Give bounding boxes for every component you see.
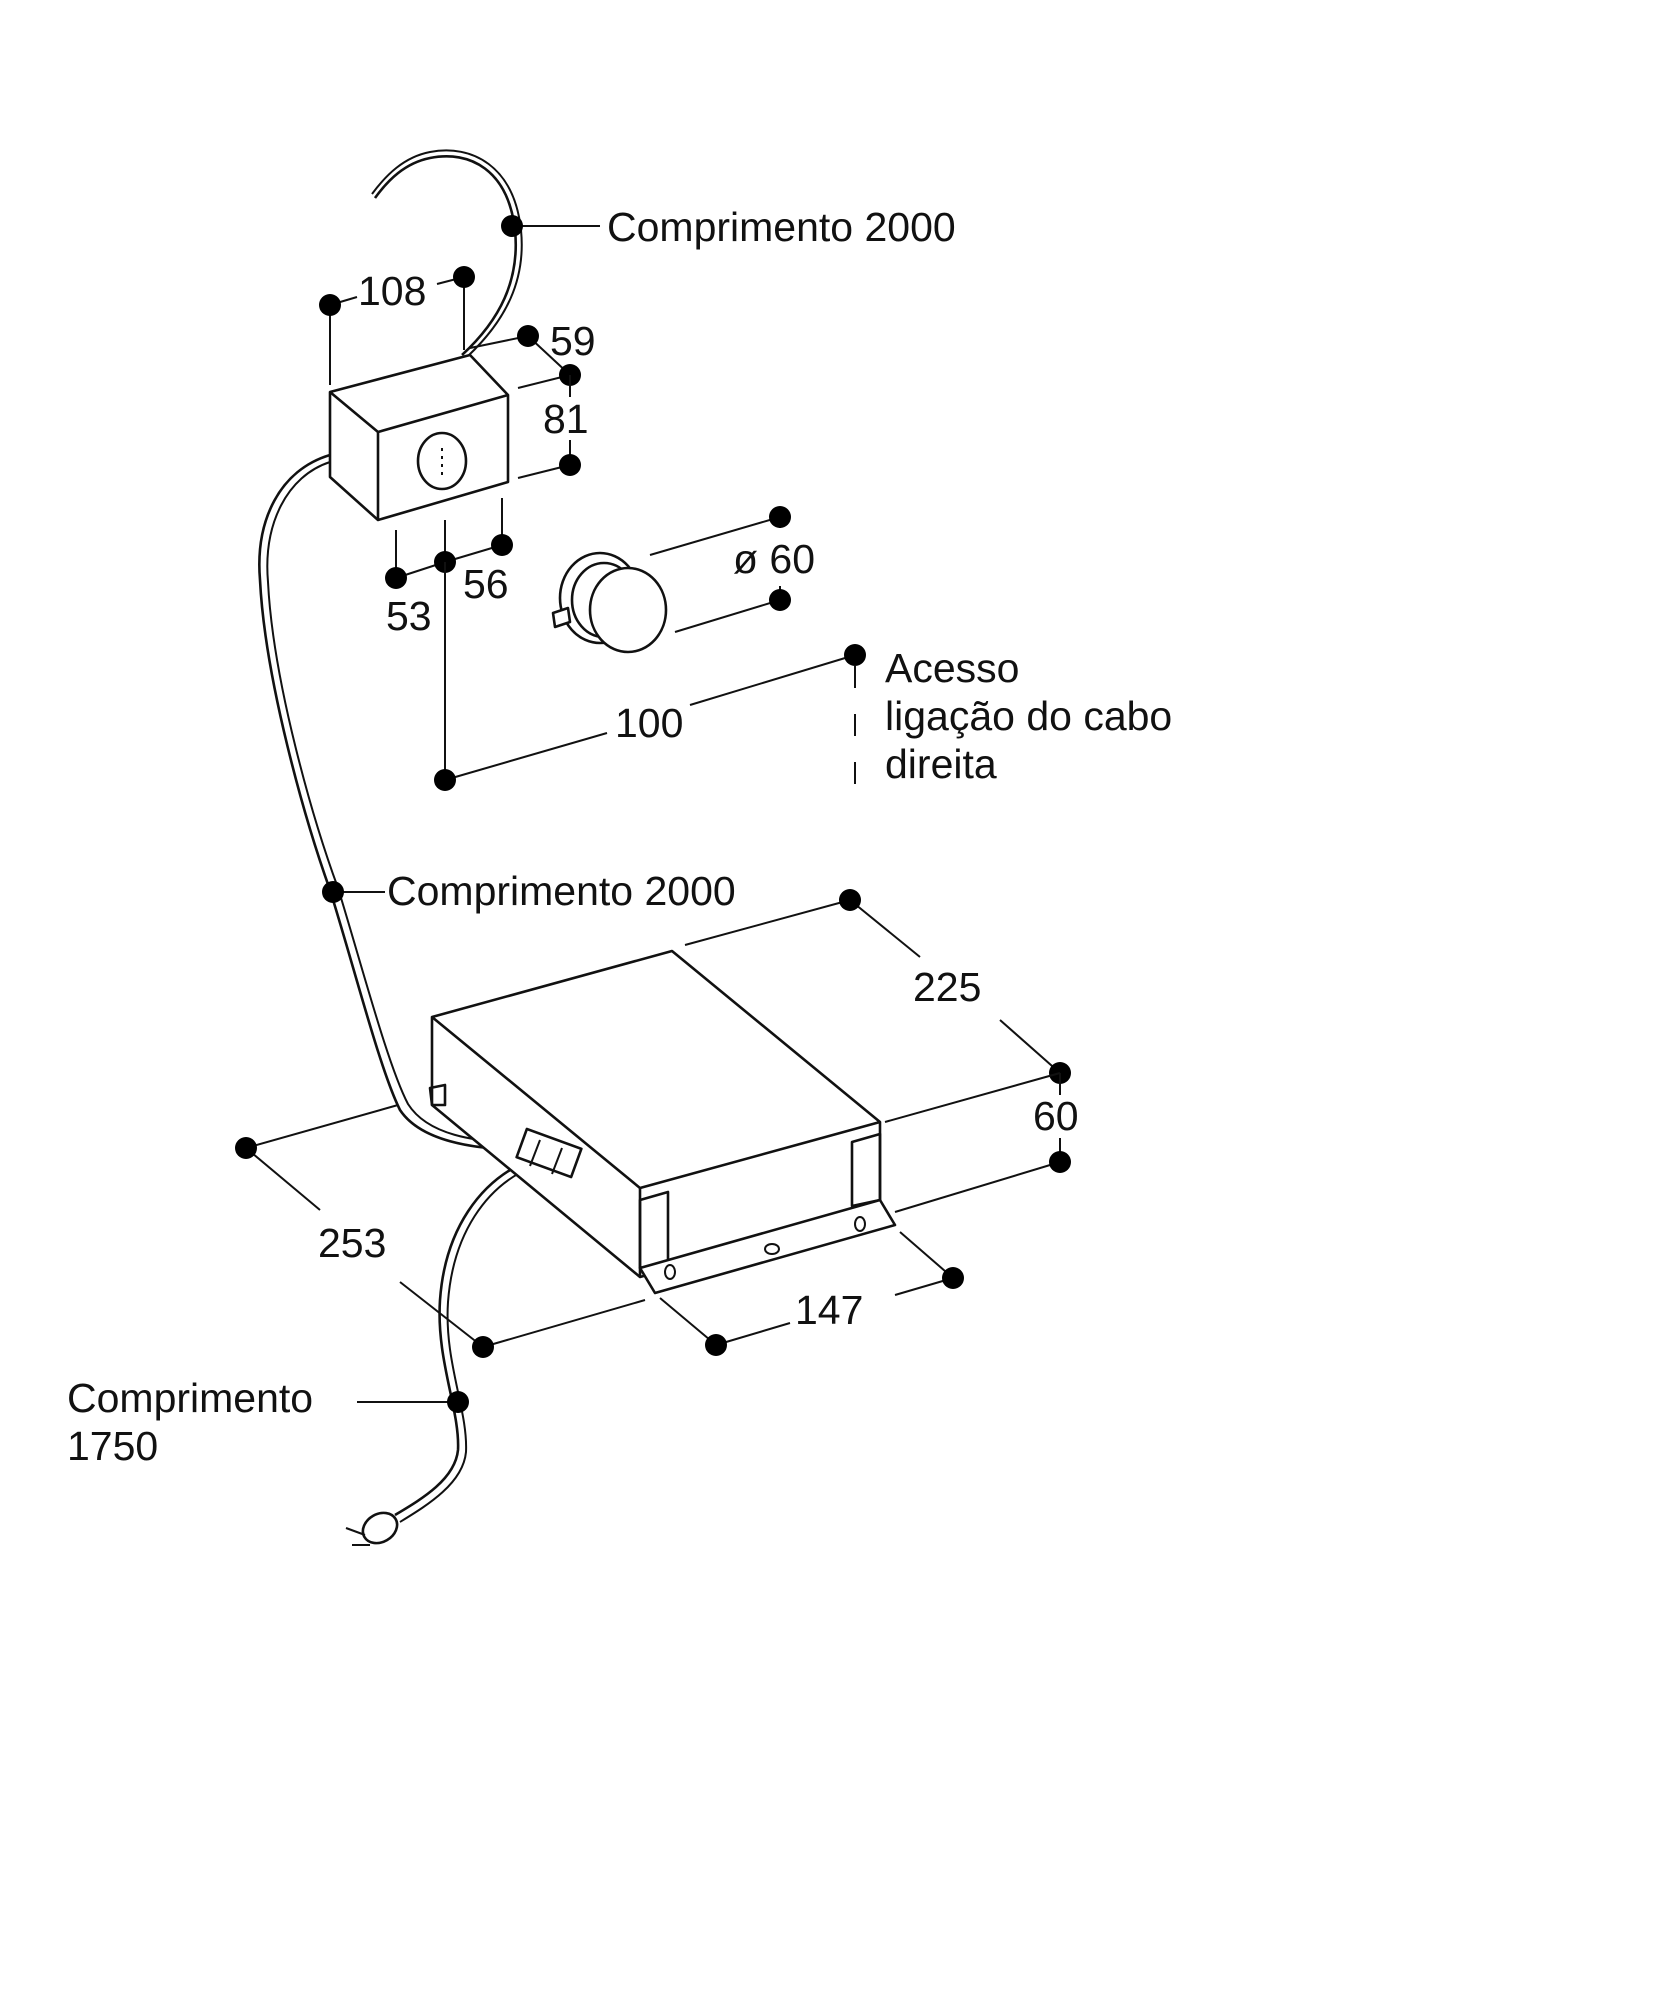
label-box-offset-right: 56 (463, 561, 509, 607)
cable-bottom (394, 1158, 531, 1517)
label-unit-height: 60 (1033, 1093, 1079, 1139)
control-box (328, 353, 510, 522)
box-knob-hole-icon (416, 431, 468, 491)
label-unit-length: 253 (318, 1220, 386, 1266)
cable-top-inner (371, 149, 523, 357)
label-unit-depth: 225 (913, 964, 981, 1010)
label-cable-bottom-line1: Comprimento (67, 1375, 313, 1421)
plug-icon (345, 1511, 399, 1546)
connector-icon (515, 1127, 583, 1179)
cable-bottom-inner (399, 1166, 533, 1523)
label-box-depth: 59 (550, 318, 596, 364)
label-box-width: 108 (358, 268, 426, 314)
label-access-line3: direita (885, 741, 997, 787)
label-access-line1: Acesso (885, 645, 1019, 691)
label-access-line2: ligação do cabo (885, 693, 1172, 739)
label-cable-mid-length: Comprimento 2000 (387, 868, 736, 914)
main-unit (428, 949, 897, 1295)
label-box-height: 81 (543, 396, 589, 442)
label-unit-mount: 147 (795, 1287, 863, 1333)
cable-top (373, 155, 518, 356)
label-cable-top-length: Comprimento 2000 (607, 204, 956, 250)
label-box-offset-left: 53 (386, 593, 432, 639)
knob-icon (551, 551, 668, 654)
label-cable-bottom-line2: 1750 (67, 1423, 158, 1469)
label-knob-spacing: 100 (615, 700, 683, 746)
label-knob-diameter: ø 60 (733, 536, 815, 582)
